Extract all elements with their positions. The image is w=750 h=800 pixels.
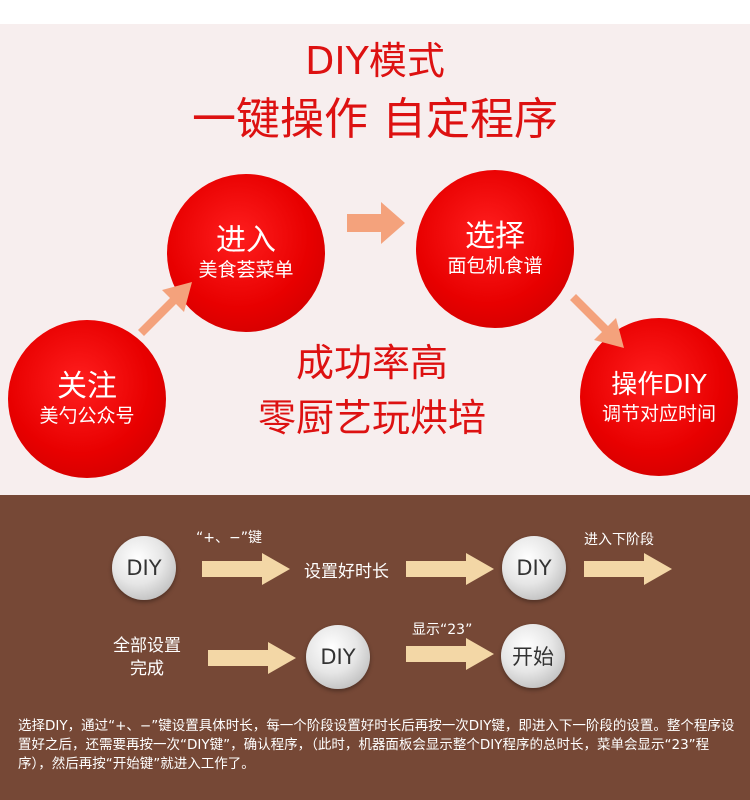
step-sub-label: 调节对应时间 <box>601 403 716 425</box>
diy-button: DIY <box>502 536 566 600</box>
diy-button: DIY <box>112 536 176 600</box>
label-all-done: 全部设置 完成 <box>113 636 181 679</box>
step-select-circle: 选择 面包机食谱 <box>416 170 574 328</box>
step-sub-label: 面包机食谱 <box>447 255 543 277</box>
diy-button: DIY <box>306 625 370 689</box>
label-next-stage: 进入下阶段 <box>584 532 654 548</box>
slogan-line1: 成功率高 <box>295 341 448 385</box>
top-strip <box>0 0 750 24</box>
label-plus-minus: “+、−”键 <box>196 530 262 546</box>
slogan-line2: 零厨艺玩烘培 <box>257 396 486 440</box>
arrow-right-icon <box>208 642 296 674</box>
arrow-right-icon <box>406 553 494 585</box>
step-main-label: 操作DIY <box>611 370 707 400</box>
step-enter-circle: 进入 美食荟菜单 <box>167 174 325 332</box>
instruction-note: 选择DIY，通过“+、−”键设置具体时长，每一个阶段设置好时长后再按一次DIY键… <box>18 718 735 772</box>
step-diy-circle: 操作DIY 调节对应时间 <box>580 318 738 476</box>
arrow-right-icon <box>347 202 405 244</box>
step-sub-label: 美勺公众号 <box>39 405 135 427</box>
page-subtitle: 一键操作 自定程序 <box>192 94 558 145</box>
arrow-right-icon <box>202 553 290 585</box>
step-follow-circle: 关注 美勺公众号 <box>8 320 166 478</box>
arrow-up-right-icon <box>138 282 192 336</box>
step-main-label: 选择 <box>465 219 525 254</box>
arrow-right-icon <box>406 638 494 670</box>
step-sub-label: 美食荟菜单 <box>198 259 294 281</box>
label-set-time: 设置好时长 <box>304 562 389 582</box>
arrow-right-icon <box>584 553 672 585</box>
step-main-label: 关注 <box>57 369 117 404</box>
label-display-23: 显示“23” <box>412 622 473 638</box>
arrow-down-right-icon <box>570 294 624 348</box>
start-button: 开始 <box>501 624 565 688</box>
step-main-label: 进入 <box>216 223 276 258</box>
page-title: DIY模式 <box>305 39 445 83</box>
